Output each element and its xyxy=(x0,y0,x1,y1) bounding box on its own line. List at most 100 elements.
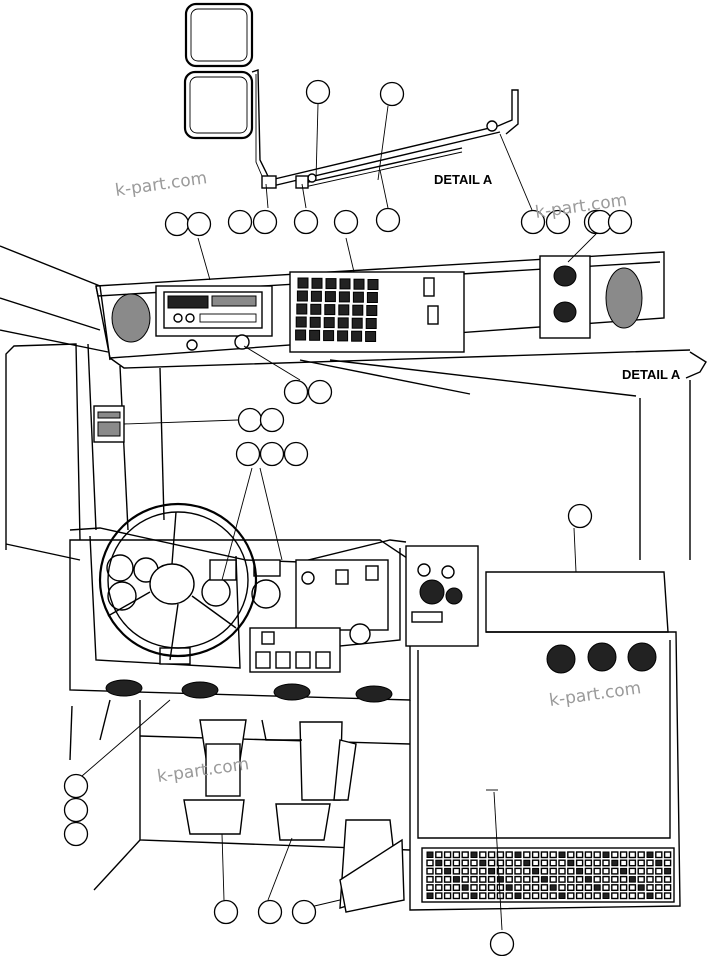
grille-slot xyxy=(452,892,461,900)
grille-slot xyxy=(540,884,549,891)
grille-slot xyxy=(479,851,487,859)
gauge-5 xyxy=(251,579,281,609)
grille-slot xyxy=(488,867,496,875)
switch-key xyxy=(323,330,335,342)
grille-slot xyxy=(655,884,663,891)
callout-circle-22 xyxy=(63,797,89,823)
callout-circle-20 xyxy=(567,503,593,529)
grille-slot xyxy=(549,884,557,891)
switch-key xyxy=(351,317,363,329)
grille-slot xyxy=(443,892,452,900)
grille-slot xyxy=(637,867,645,875)
watermark-3: k-part.com xyxy=(548,678,642,711)
grille-slot xyxy=(655,875,663,883)
grille-slot xyxy=(593,884,601,891)
grille-slot xyxy=(637,859,645,867)
grille-slot xyxy=(646,875,654,883)
grille-slot xyxy=(452,884,461,891)
grille-slot xyxy=(575,875,584,883)
grille-slot xyxy=(540,867,549,875)
watermark-1: k-part.com xyxy=(114,168,208,201)
grille-slot xyxy=(540,859,549,867)
grille-slot xyxy=(619,892,628,900)
grille-slot xyxy=(443,884,452,891)
switch-key xyxy=(365,331,377,342)
grille-slot xyxy=(611,859,619,867)
grille-slot xyxy=(567,875,575,883)
grille-slot xyxy=(487,851,496,859)
grille-slot xyxy=(505,875,513,883)
grille-slot xyxy=(575,859,584,867)
grille-slot xyxy=(619,884,628,891)
grille-slot xyxy=(452,859,461,867)
callout-circle-9 xyxy=(375,207,401,233)
callout-circle-2 xyxy=(379,81,405,107)
grille-slot xyxy=(549,875,557,883)
grille-slot xyxy=(611,867,619,875)
grille-slot xyxy=(558,884,566,891)
grille-slot xyxy=(505,892,513,900)
grille-slot xyxy=(435,851,443,859)
grille-slot xyxy=(558,859,566,867)
grille-slot xyxy=(663,851,672,859)
grille-slot xyxy=(584,884,593,891)
switch-key xyxy=(325,278,337,290)
dash-vent-3 xyxy=(273,683,311,701)
grille-slot xyxy=(531,851,540,859)
steering-wheel xyxy=(98,502,258,658)
switch-key xyxy=(351,330,363,342)
leader-lines xyxy=(81,103,597,931)
grille-slot xyxy=(611,851,619,859)
callout-circle-18 xyxy=(259,441,285,467)
callout-circle-14 xyxy=(307,379,333,405)
callout-circle-6 xyxy=(252,209,278,235)
callout-circle-15 xyxy=(237,407,263,433)
grille-slots xyxy=(426,851,672,900)
grille-slot xyxy=(663,875,672,883)
grille-slot xyxy=(443,851,452,859)
grille-slot xyxy=(593,892,601,900)
grille-slot xyxy=(461,875,469,883)
grille-slot xyxy=(567,867,575,875)
detail-a-arrow xyxy=(685,351,707,379)
switch-key xyxy=(297,277,309,289)
callout-circle-23 xyxy=(63,821,89,847)
detail-a-label-top: DETAIL A xyxy=(434,172,493,187)
grille-slot xyxy=(584,892,593,900)
grille-slot xyxy=(426,859,434,867)
grille-slot xyxy=(646,892,654,899)
switch-key xyxy=(310,303,322,315)
console-knob xyxy=(234,334,250,350)
grille-slot xyxy=(628,851,637,859)
grille-slot xyxy=(663,859,672,867)
grille-slot xyxy=(558,875,566,883)
cabinet-vent-3 xyxy=(627,642,657,672)
grille-slot xyxy=(452,876,460,883)
grille-slot xyxy=(505,884,513,891)
callout-circle-5 xyxy=(227,209,253,235)
grille-slot xyxy=(593,867,601,875)
switch-key xyxy=(352,291,364,303)
grille-slot xyxy=(663,884,672,891)
grille-slot xyxy=(637,884,645,891)
grille-slot xyxy=(514,867,522,875)
callout-circle-1 xyxy=(305,79,331,105)
switch-key xyxy=(310,290,322,302)
grille-slot xyxy=(514,875,522,883)
upper-mirror xyxy=(184,2,254,68)
callout-circles xyxy=(63,79,633,956)
callout-circle-16 xyxy=(259,407,285,433)
grille-slot xyxy=(426,875,434,883)
grille-slot xyxy=(567,884,575,891)
grille-slot xyxy=(540,892,549,900)
grille-slot xyxy=(531,884,540,891)
grille-slot xyxy=(549,867,557,875)
grille-slot xyxy=(514,892,522,899)
left-speaker xyxy=(111,293,151,343)
grille-slot xyxy=(470,867,478,875)
switch-key xyxy=(295,329,307,341)
radio-display xyxy=(167,295,209,309)
grille-slot xyxy=(637,875,645,883)
grille-slot xyxy=(514,884,522,891)
